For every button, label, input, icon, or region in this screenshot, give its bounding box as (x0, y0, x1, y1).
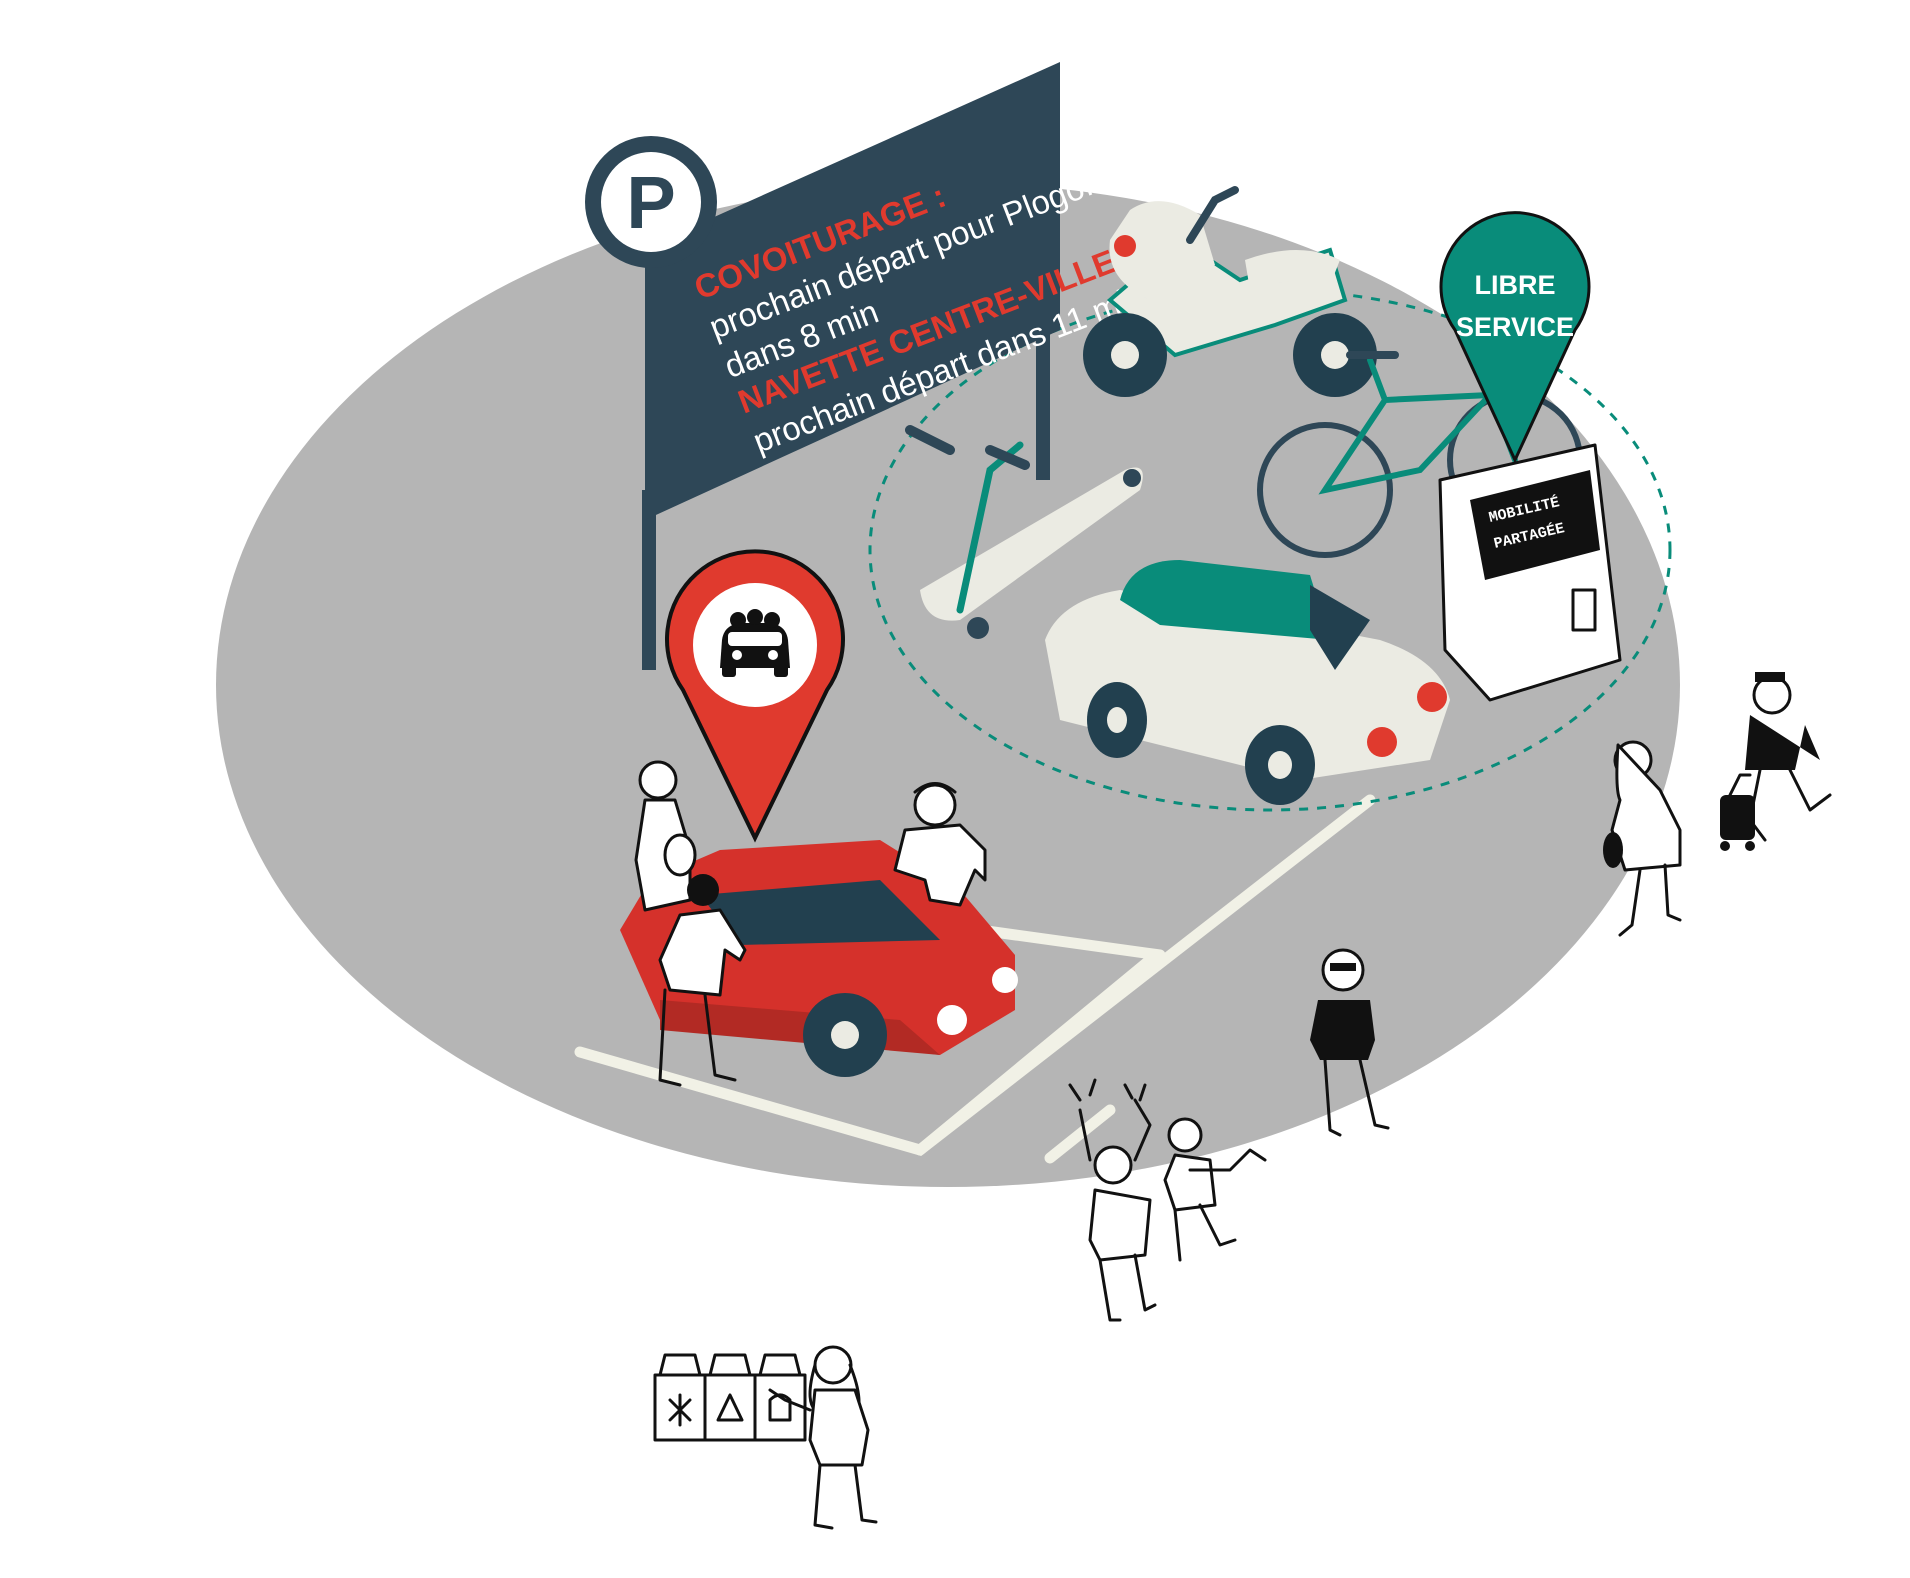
person-man-at-car (658, 874, 747, 1087)
carpool-pin (665, 549, 845, 843)
self-service-pin: LIBRE SERVICE (1439, 211, 1591, 464)
self-service-line-1: LIBRE (1475, 270, 1556, 300)
carpool-car-icon (720, 609, 790, 677)
plaza-ground (216, 183, 1680, 1187)
person-woman-bag (634, 760, 697, 912)
person-man-tshirt (893, 782, 987, 907)
self-service-line-2: SERVICE (1456, 312, 1574, 342)
person-woman-walking (1603, 740, 1682, 937)
moped-scooter (1083, 186, 1377, 397)
sign-post-left (642, 490, 656, 670)
parking-sign: P COVOITURAGE : prochain départ pour Plo… (585, 62, 1149, 670)
shared-car (1045, 560, 1450, 805)
red-car (620, 840, 1018, 1077)
sign-post-right (1036, 330, 1050, 480)
person-woman-recycling (768, 1345, 878, 1530)
sign-panel (645, 62, 1060, 520)
parking-icon-letter: P (626, 161, 675, 244)
person-waving-woman (1068, 1078, 1157, 1322)
person-man-sunglasses (1310, 948, 1390, 1137)
recycling-bins-icon (653, 1353, 807, 1442)
person-child (1163, 1117, 1267, 1262)
person-man-suitcase (1720, 672, 1832, 851)
kick-scooter (905, 425, 1143, 639)
mobility-kiosk: MOBILITÉ PARTAGÉE (1438, 443, 1622, 702)
